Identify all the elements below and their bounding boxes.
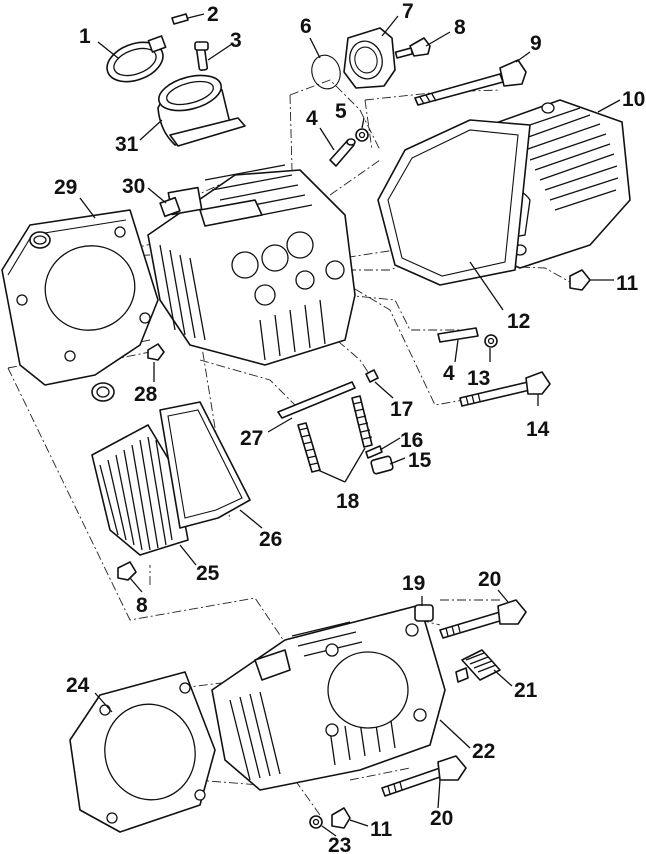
plug-15-part — [370, 455, 394, 475]
callout-8-top: 8 — [454, 16, 466, 39]
hose-clamp-part — [106, 35, 167, 83]
intake-boot-part — [157, 74, 246, 147]
head-gasket-upper-part — [1, 209, 159, 386]
callout-18: 18 — [336, 490, 360, 513]
cap-housing-part — [343, 27, 396, 89]
callout-4-top: 4 — [306, 107, 318, 130]
callout-26: 26 — [259, 528, 282, 551]
callout-31: 31 — [115, 133, 139, 156]
bolt-8-top-part — [394, 37, 431, 59]
callout-3: 3 — [230, 29, 242, 52]
gasket-o-ring-lower-part — [91, 382, 115, 402]
cap-19-part — [414, 604, 434, 622]
callout-12: 12 — [507, 310, 530, 333]
callout-15: 15 — [408, 449, 432, 472]
valve-stem-27-part — [277, 381, 356, 419]
callout-30: 30 — [122, 175, 145, 198]
callout-8-lower: 8 — [136, 594, 148, 617]
washer-13-part — [484, 334, 498, 348]
side-cover-part — [91, 424, 189, 556]
callout-23: 23 — [328, 834, 351, 854]
bolt-11-right-part — [569, 269, 591, 291]
callout-24: 24 — [66, 674, 90, 697]
lower-cylinder-head-part — [211, 604, 446, 791]
upper-cylinder-head-part — [147, 164, 356, 366]
dowel-pin-upper-part — [329, 138, 356, 167]
callout-16: 16 — [400, 429, 423, 452]
callout-27: 27 — [240, 427, 263, 450]
callout-17: 17 — [390, 398, 413, 421]
head-gasket-lower-part — [69, 671, 216, 833]
callout-10: 10 — [622, 88, 645, 111]
clamp-screw-part — [171, 13, 189, 25]
bolt-11-lower-part — [331, 807, 351, 829]
callout-4-lower: 4 — [443, 362, 455, 385]
callout-28: 28 — [134, 383, 158, 406]
callout-29: 29 — [54, 176, 77, 199]
valve-cover-gasket-part — [377, 119, 531, 286]
small-pin-16-part — [365, 445, 383, 459]
gasket-o-ring-upper-part — [29, 231, 51, 249]
long-bolt-part — [414, 59, 527, 106]
callout-14: 14 — [526, 418, 550, 441]
bolt-20-upper-part — [439, 599, 527, 639]
leader-lines — [79, 13, 621, 837]
callout-1: 1 — [79, 25, 91, 48]
bolt-14-part — [459, 371, 551, 407]
callout-6: 6 — [300, 15, 312, 38]
callout-5: 5 — [335, 100, 347, 123]
callout-22: 22 — [472, 740, 495, 763]
callout-numbers: 1 2 3 6 7 8 9 10 4 5 31 30 29 11 12 4 13… — [54, 0, 645, 854]
callout-2: 2 — [207, 3, 219, 26]
bolt-20-lower-part — [381, 755, 467, 797]
washer-23-part — [309, 815, 323, 829]
valve-spring-18b-part — [351, 395, 373, 448]
plug-28-part — [147, 343, 165, 361]
callout-9: 9 — [530, 32, 542, 55]
spark-plug-21-part — [455, 649, 501, 683]
o-ring-part — [311, 54, 341, 90]
intake-bolt-part — [194, 41, 209, 71]
callout-21: 21 — [514, 679, 538, 702]
side-cover-gasket-part — [159, 401, 251, 529]
bolt-8-lower-part — [117, 561, 137, 581]
callout-25: 25 — [196, 562, 220, 585]
dowel-pin-lower-part — [437, 327, 479, 343]
valve-spring-18a-part — [297, 422, 321, 473]
callout-13: 13 — [467, 367, 490, 390]
callout-11-right: 11 — [616, 272, 639, 295]
callout-11-lower: 11 — [370, 818, 393, 841]
valve-keeper-17-part — [365, 369, 379, 383]
callout-19: 19 — [402, 572, 425, 595]
washer-5-part — [355, 128, 369, 142]
callout-20-lower: 20 — [430, 807, 453, 830]
callout-20-upper: 20 — [478, 568, 501, 591]
callout-7: 7 — [402, 0, 414, 23]
